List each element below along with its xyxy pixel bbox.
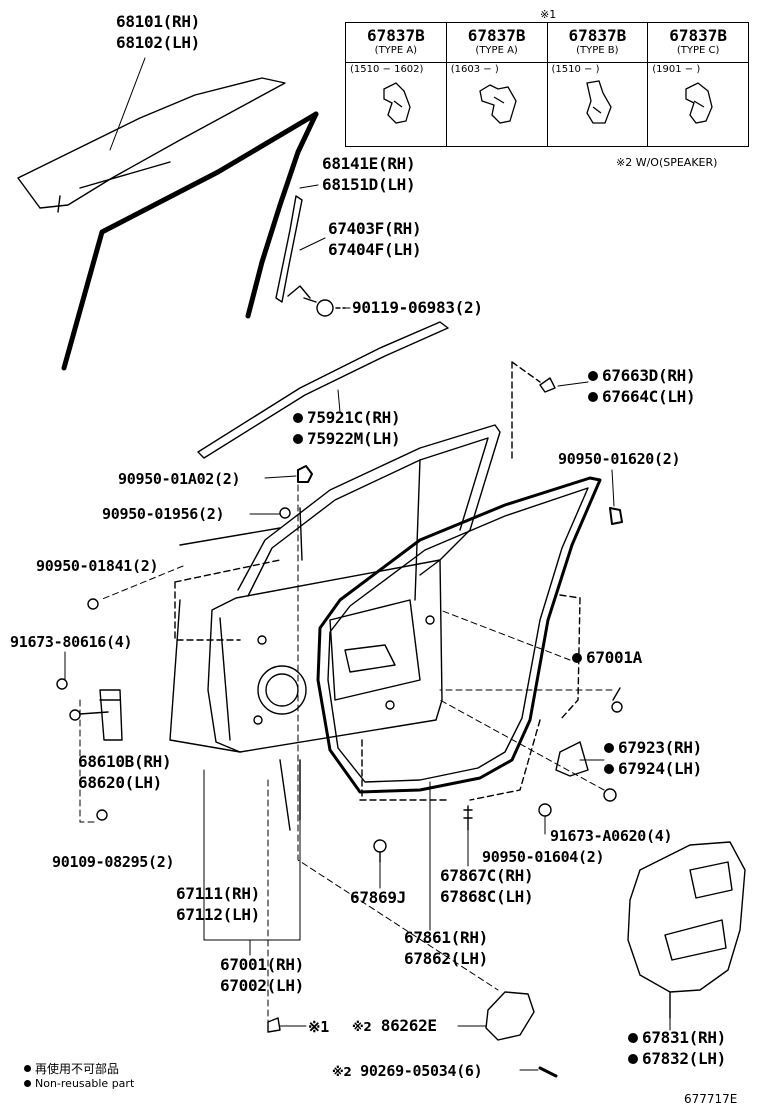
door-glass-drawing <box>17 77 286 213</box>
fasteners-drawing <box>56 465 623 863</box>
hole-cover-drawing <box>485 991 535 1041</box>
label-rear-channel-lh: 67404F(LH) <box>328 240 422 259</box>
label-belt-moulding-rh: 75921C(RH) <box>293 408 401 428</box>
screw-drawing <box>538 1066 558 1078</box>
panel-dashed <box>174 559 281 641</box>
clip-type-c-icon <box>685 82 713 124</box>
label-clip-01841: 90950-01841(2) <box>36 557 159 575</box>
non-reusable-dot-icon <box>572 652 582 663</box>
bolt-06983-drawing <box>303 297 346 317</box>
label-clip-01604: 90950-01604(2) <box>482 848 605 866</box>
rear-channel-drawing <box>275 195 311 303</box>
label-glass-lh: 68102(LH) <box>116 33 200 52</box>
label-weatherstrip-rh: 67861(RH) <box>404 928 488 947</box>
label-door-assy-lh: 67002(LH) <box>220 976 304 995</box>
variant-col-3-cell: (1510 − ) <box>546 62 649 147</box>
label-weatherstrip-lh: 67862(LH) <box>404 949 488 968</box>
variant-col-1-cell: (1510 − 1602) <box>345 62 447 147</box>
label-glass-rh: 68101(RH) <box>116 12 200 31</box>
clip-type-b-icon <box>586 80 613 124</box>
label-retainer-rh: 67867C(RH) <box>440 866 534 885</box>
label-outer-panel-rh: 67111(RH) <box>176 884 260 903</box>
label-service-cover-rh: 67831(RH) <box>628 1028 726 1048</box>
label-bolt-06983: 90119-06983(2) <box>352 298 483 317</box>
variant-col-2-header: 67837B(TYPE A) <box>445 22 548 63</box>
run-channel-drawing <box>61 111 319 371</box>
non-reusable-dot-icon <box>293 433 303 444</box>
clip-67837b-drawing <box>267 1017 281 1033</box>
non-reusable-dot-icon <box>604 742 614 753</box>
label-panel-67001a: 67001A <box>572 648 642 668</box>
non-reusable-dot-icon <box>628 1032 638 1043</box>
label-run-channel-lh: 68151D(LH) <box>322 175 416 194</box>
label-belt-moulding-lh: 75922M(LH) <box>293 429 401 449</box>
label-rear-channel-rh: 67403F(RH) <box>328 219 422 238</box>
service-cover-drawing <box>627 841 746 1019</box>
hinge-drawing <box>79 689 123 741</box>
label-clip-01956: 90950-01956(2) <box>102 505 225 523</box>
variant-col-4-cell: (1901 − ) <box>647 62 749 147</box>
label-hole-cover: ※2 86262E <box>352 1016 437 1035</box>
label-screw-mark: ※2 <box>332 1065 352 1079</box>
variant-col-2-cell: (1603 − ) <box>445 62 548 147</box>
belt-moulding-drawing <box>197 321 449 459</box>
non-reusable-dot-icon <box>293 412 303 423</box>
clip-type-a-icon <box>478 84 517 124</box>
non-reusable-dot-icon <box>24 1065 31 1072</box>
legend-non-reusable-jp: 再使用不可部品 <box>24 1060 119 1077</box>
label-clip-01a02: 90950-01A02(2) <box>118 470 241 488</box>
label-clip-01620: 90950-01620(2) <box>558 450 681 468</box>
label-screw-05034: ※2 90269-05034(6) <box>332 1062 483 1080</box>
variant-col-4-header: 67837B(TYPE C) <box>647 22 749 63</box>
non-reusable-dot-icon <box>628 1053 638 1064</box>
label-mark-1: ※1 <box>308 1018 329 1036</box>
label-pin-67869: 67869J <box>350 888 406 907</box>
cover-leader <box>511 361 541 463</box>
leader-lines <box>64 57 671 1071</box>
label-bolt-08295: 90109-08295(2) <box>52 853 175 871</box>
label-cover-rh: 67663D(RH) <box>588 366 696 386</box>
label-hinge-lh: 68620(LH) <box>78 773 162 792</box>
non-reusable-dot-icon <box>604 763 614 774</box>
non-reusable-dot-icon <box>588 391 598 402</box>
legend-non-reusable-en: Non-reusable part <box>24 1077 134 1090</box>
non-reusable-dot-icon <box>588 370 598 381</box>
label-outer-panel-lh: 67112(LH) <box>176 905 260 924</box>
label-service-cover-lh: 67832(LH) <box>628 1049 726 1069</box>
variant-col-3-header: 67837B(TYPE B) <box>546 22 649 63</box>
door-frame-drawing <box>169 424 501 831</box>
weatherstrip-drawing <box>316 476 602 801</box>
label-door-assy-rh: 67001(RH) <box>220 955 304 974</box>
label-cover-lh: 67664C(LH) <box>588 387 696 407</box>
variant-table: 67837B(TYPE A) 67837B(TYPE A) 67837B(TYP… <box>345 22 749 147</box>
non-reusable-dot-icon <box>24 1079 31 1087</box>
label-bracket-lh: 67924(LH) <box>604 759 702 779</box>
variant-col-1-header: 67837B(TYPE A) <box>345 22 447 63</box>
cover-clip-drawing <box>539 377 556 393</box>
footnote-speaker: ※2 W/O(SPEAKER) <box>616 156 718 169</box>
variant-table-note: ※1 <box>540 8 557 21</box>
label-bolt-80616: 91673-80616(4) <box>10 633 133 651</box>
bracket-drawing <box>555 741 589 777</box>
label-bracket-rh: 67923(RH) <box>604 738 702 758</box>
label-hole-cover-mark: ※2 <box>352 1020 372 1034</box>
label-run-channel-rh: 68141E(RH) <box>322 154 416 173</box>
clip-type-a-icon <box>383 82 411 124</box>
label-bolt-a0620: 91673-A0620(4) <box>550 827 673 845</box>
label-retainer-lh: 67868C(LH) <box>440 887 534 906</box>
label-hinge-rh: 68610B(RH) <box>78 752 172 771</box>
figure-id: 677717E <box>684 1092 738 1106</box>
